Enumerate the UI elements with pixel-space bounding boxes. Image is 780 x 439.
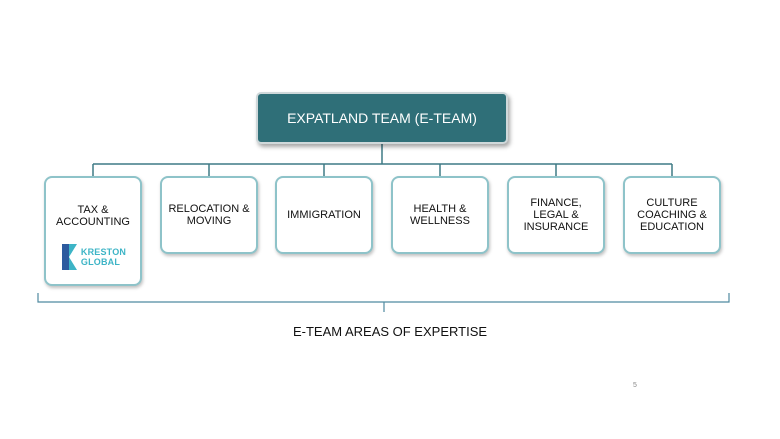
area-culture-coaching-education: CULTURE COACHING & EDUCATION [623, 176, 721, 254]
logo-line2: GLOBAL [80, 257, 121, 267]
area-relocation-moving: RELOCATION & MOVING [160, 176, 258, 254]
expertise-brace [37, 293, 730, 312]
area-label: RELOCATION & MOVING [168, 203, 250, 227]
kreston-global-logo: KRESTON GLOBAL [60, 244, 126, 270]
expertise-caption: E-TEAM AREAS OF EXPERTISE [292, 324, 488, 339]
area-label: TAX & ACCOUNTING [56, 204, 130, 228]
area-label: CULTURE COACHING & EDUCATION [637, 197, 707, 233]
logo-line1: KRESTON [80, 247, 127, 257]
area-immigration: IMMIGRATION [275, 176, 373, 254]
area-label: HEALTH & WELLNESS [410, 203, 470, 227]
team-title: EXPATLAND TEAM (E-TEAM) [287, 110, 477, 126]
expatland-team-box: EXPATLAND TEAM (E-TEAM) [256, 92, 508, 144]
page-number: 5 [633, 382, 637, 389]
area-label: FINANCE, LEGAL & INSURANCE [523, 197, 589, 233]
area-tax-accounting: TAX & ACCOUNTING KRESTON GLOBAL [44, 176, 142, 286]
area-health-wellness: HEALTH & WELLNESS [391, 176, 489, 254]
area-label: IMMIGRATION [287, 209, 361, 221]
kreston-chevron-icon [61, 244, 77, 270]
area-finance-legal-insurance: FINANCE, LEGAL & INSURANCE [507, 176, 605, 254]
